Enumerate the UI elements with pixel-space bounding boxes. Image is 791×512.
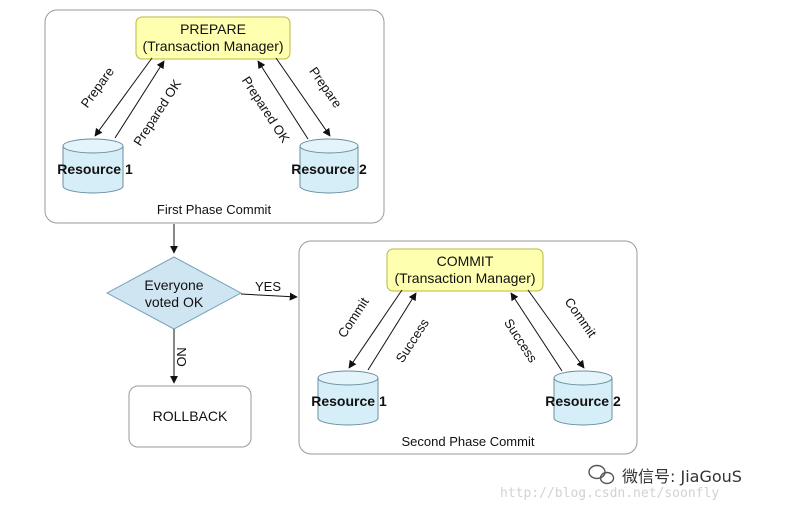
arrow-yes bbox=[240, 292, 298, 301]
decision-line-2: voted OK bbox=[145, 294, 204, 310]
phase2-resource-2-cylinder: Resource 2 bbox=[545, 370, 621, 426]
decision-diamond: Everyone voted OK bbox=[105, 256, 243, 330]
arrow-prepare-left bbox=[94, 57, 153, 137]
phase1-resource-1-label: Resource 1 bbox=[57, 161, 133, 177]
phase2-resource-2-label: Resource 2 bbox=[545, 393, 621, 409]
commit-manager-title: COMMIT bbox=[437, 253, 494, 269]
phase1-resource-2-cylinder: Resource 2 bbox=[291, 138, 367, 194]
commit-manager-box: COMMIT (Transaction Manager) bbox=[386, 248, 544, 292]
phase1-resource-1-cylinder: Resource 1 bbox=[57, 138, 133, 194]
rollback-box: ROLLBACK bbox=[128, 385, 252, 448]
csdn-url-watermark: http://blog.csdn.net/soonfly bbox=[500, 486, 719, 501]
commit-manager-subtitle: (Transaction Manager) bbox=[394, 270, 535, 286]
phase2-resource-1-cylinder: Resource 1 bbox=[311, 370, 387, 426]
no-label: NO bbox=[174, 347, 189, 367]
first-phase-caption: First Phase Commit bbox=[157, 202, 272, 217]
arrow-commit-right bbox=[527, 289, 585, 369]
wechat-watermark: 微信号: JiaGouS bbox=[588, 464, 742, 486]
first-phase-frame bbox=[44, 9, 385, 224]
prepare-manager-subtitle: (Transaction Manager) bbox=[142, 38, 283, 54]
prepare-manager-box: PREPARE (Transaction Manager) bbox=[135, 16, 291, 60]
phase1-resource-2-label: Resource 2 bbox=[291, 161, 367, 177]
second-phase-caption: Second Phase Commit bbox=[402, 434, 535, 449]
arrow-prepare-right bbox=[275, 57, 331, 137]
arrow-prepared-ok-left bbox=[114, 60, 165, 139]
decision-line-1: Everyone bbox=[144, 277, 203, 293]
phase2-resource-1-label: Resource 1 bbox=[311, 393, 387, 409]
second-phase-group: COMMIT (Transaction Manager) Resource 1 … bbox=[298, 240, 638, 455]
first-phase-group: PREPARE (Transaction Manager) Resource 1… bbox=[44, 9, 385, 224]
arrow-prepared-ok-right bbox=[257, 60, 309, 140]
rollback-label: ROLLBACK bbox=[153, 408, 228, 424]
wechat-icon bbox=[588, 464, 615, 485]
second-phase-frame bbox=[298, 240, 638, 455]
wechat-brand-text: 微信号: JiaGouS bbox=[622, 467, 742, 486]
prepare-manager-title: PREPARE bbox=[180, 21, 246, 37]
arrow-commit-left bbox=[348, 289, 403, 369]
arrow-success-left bbox=[367, 292, 417, 371]
yes-label: YES bbox=[255, 279, 281, 294]
arrow-success-right bbox=[510, 292, 563, 372]
